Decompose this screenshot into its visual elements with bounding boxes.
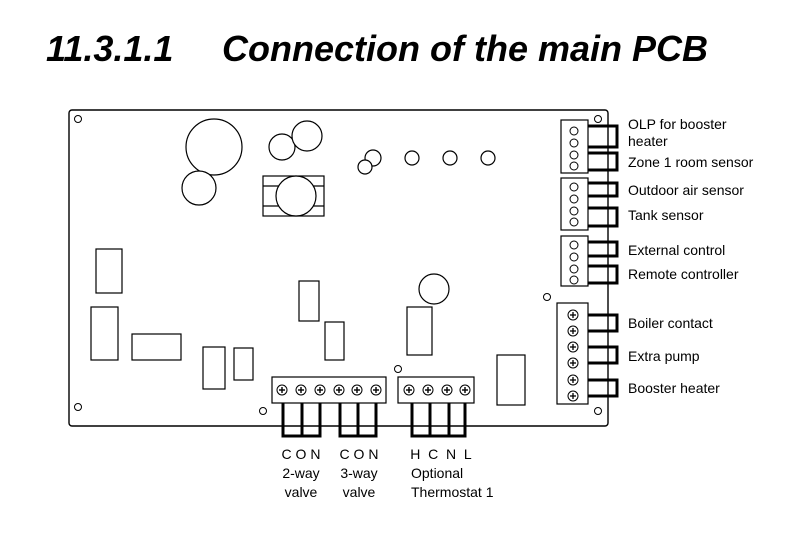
label-2way-line1: 2-way — [282, 465, 319, 481]
right-wires — [588, 124, 619, 398]
label-thermostat-pins: H C N L — [410, 446, 472, 462]
label-zone1-room-sensor: Zone 1 room sensor — [628, 154, 754, 170]
section-number: 11.3.1.1 — [46, 28, 174, 69]
label-2way-line2: valve — [285, 484, 318, 500]
transformer — [262, 175, 325, 217]
label-boiler-contact: Boiler contact — [628, 315, 713, 331]
label-thermostat-line1: Optional — [411, 465, 463, 481]
board-components-circles — [181, 118, 496, 305]
terminal-block-right-4 — [556, 302, 589, 405]
label-3way-pins: C O N — [340, 446, 379, 462]
mounting-holes — [74, 115, 602, 415]
bottom-wires — [281, 403, 467, 438]
right-labels: OLP for booster heater Zone 1 room senso… — [628, 116, 754, 396]
terminal-block-right-1 — [560, 119, 589, 174]
label-olp-line1: OLP for booster — [628, 116, 727, 132]
label-tank-sensor: Tank sensor — [628, 207, 704, 223]
label-3way-line2: valve — [343, 484, 376, 500]
terminal-block-valves — [271, 376, 387, 404]
bottom-labels: C O N 2-way valve C O N 3-way valve H C … — [282, 446, 494, 500]
label-3way-line1: 3-way — [340, 465, 377, 481]
terminal-block-right-2 — [560, 177, 589, 231]
label-2way-pins: C O N — [282, 446, 321, 462]
label-outdoor-air-sensor: Outdoor air sensor — [628, 182, 744, 198]
label-thermostat-line2: Thermostat 1 — [411, 484, 494, 500]
board-components-rects — [90, 248, 526, 406]
terminal-block-right-3 — [560, 235, 589, 287]
section-title: Connection of the main PCB — [222, 28, 708, 69]
label-olp-line2: heater — [628, 133, 668, 149]
terminal-block-thermostat — [397, 376, 475, 404]
label-external-control: External control — [628, 242, 725, 258]
label-booster-heater: Booster heater — [628, 380, 720, 396]
label-extra-pump: Extra pump — [628, 348, 700, 364]
label-remote-controller: Remote controller — [628, 266, 739, 282]
section-heading: 11.3.1.1 Connection of the main PCB — [46, 28, 708, 70]
